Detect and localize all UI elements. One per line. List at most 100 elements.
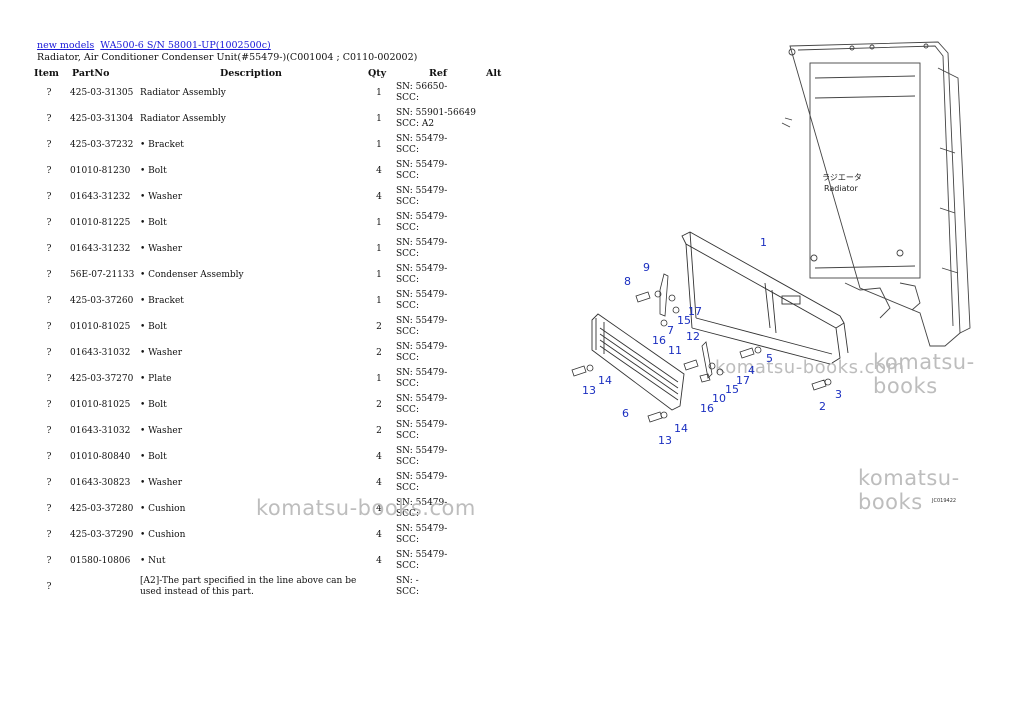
- row-partno: 01643-31232: [70, 192, 131, 202]
- callout-8: 8: [624, 275, 631, 288]
- row-item: ?: [46, 270, 52, 280]
- row-qty: 1: [376, 114, 382, 124]
- row-ref-line: SN: 55479-: [396, 316, 448, 326]
- parts-table: Item PartNo Description Qty Ref Alt ?425…: [30, 66, 520, 600]
- row-ref: SN: 55479-SCC:: [394, 444, 482, 470]
- row-ref: SN: 55479-SCC:: [394, 340, 482, 366]
- row-description: • Bolt: [140, 400, 167, 410]
- row-ref-line: SN: 55479-: [396, 212, 448, 222]
- row-alt: [482, 470, 520, 496]
- row-item: ?: [46, 88, 52, 98]
- row-ref: SN: 55479-SCC:: [394, 366, 482, 392]
- row-alt: [482, 106, 520, 132]
- row-ref: SN: 55479-SCC:: [394, 418, 482, 444]
- row-alt: [482, 574, 520, 600]
- row-alt: [482, 418, 520, 444]
- row-ref-line: SN: 55479-: [396, 394, 448, 404]
- row-ref-line: SN: 55479-: [396, 134, 448, 144]
- row-qty: 4: [376, 192, 382, 202]
- callout-9: 9: [643, 261, 650, 274]
- row-alt: [482, 340, 520, 366]
- row-qty: 4: [376, 504, 382, 514]
- row-alt: [482, 132, 520, 158]
- callout-3: 3: [835, 388, 842, 401]
- row-partno: 01643-31032: [70, 426, 131, 436]
- row-qty: 2: [376, 400, 382, 410]
- row-alt: [482, 262, 520, 288]
- row-description: • Cushion: [140, 504, 186, 514]
- row-item: ?: [46, 400, 52, 410]
- row-alt: [482, 236, 520, 262]
- row-item: ?: [46, 166, 52, 176]
- header-alt: Alt: [486, 67, 502, 79]
- callout-11: 11: [668, 344, 682, 357]
- row-partno: [68, 574, 138, 600]
- row-item: ?: [46, 114, 52, 124]
- row-ref-line: SN: 55479-: [396, 420, 448, 430]
- callout-12: 12: [686, 330, 700, 343]
- row-alt: [482, 392, 520, 418]
- row-qty: 2: [376, 348, 382, 358]
- row-ref-line: SCC:: [396, 587, 419, 597]
- row-description: • Bolt: [140, 322, 167, 332]
- note-line: [A2]-The part specified in the line abov…: [140, 575, 357, 586]
- row-ref: SN: 55479-SCC:: [394, 314, 482, 340]
- row-partno: 01580-10806: [70, 556, 131, 566]
- breadcrumb-link-new-models[interactable]: new models: [37, 40, 95, 51]
- row-partno: 56E-07-21133: [70, 270, 135, 280]
- radiator-label-jp: ラジエータ: [822, 173, 862, 182]
- row-alt: [482, 210, 520, 236]
- row-note: [A2]-The part specified in the line abov…: [138, 574, 394, 600]
- row-item: ?: [46, 244, 52, 254]
- row-ref: SN: 55479-SCC:: [394, 184, 482, 210]
- header-description: Description: [220, 67, 282, 79]
- callout-1: 1: [760, 236, 767, 249]
- row-ref-line: SCC:: [396, 145, 419, 155]
- callout-4a: 4: [748, 364, 755, 377]
- row-alt: [482, 80, 520, 106]
- row-ref-line: SCC:: [396, 249, 419, 259]
- callout-15b: 15: [725, 383, 739, 396]
- row-qty: 1: [376, 244, 382, 254]
- breadcrumb-link-model[interactable]: WA500-6 S/N 58001-UP(1002500c): [100, 40, 271, 51]
- row-ref: SN: 55479-SCC:: [394, 470, 482, 496]
- row-qty: 1: [376, 296, 382, 306]
- row-ref-line: SN: 56650-: [396, 82, 448, 92]
- row-qty: 1: [376, 88, 382, 98]
- row-ref: SN: 55479-SCC:: [394, 158, 482, 184]
- row-ref-line: SCC:: [396, 483, 419, 493]
- callout-17b: 17: [736, 374, 750, 387]
- row-ref: SN: 55479-SCC:: [394, 262, 482, 288]
- row-ref-line: SN: 55901-56649: [396, 108, 476, 118]
- row-ref-line: SN: -: [396, 576, 419, 586]
- callout-16b: 16: [700, 402, 714, 415]
- callout-15a: 15: [677, 314, 691, 327]
- row-item: ?: [46, 322, 52, 332]
- row-partno: 425-03-31305: [70, 88, 134, 98]
- row-partno: 01010-81230: [70, 166, 131, 176]
- row-alt: [482, 444, 520, 470]
- row-ref-line: SCC:: [396, 275, 419, 285]
- row-ref-line: SN: 55479-: [396, 264, 448, 274]
- row-item: ?: [46, 348, 52, 358]
- row-partno: 01010-81025: [70, 400, 131, 410]
- row-alt: [482, 496, 520, 522]
- row-description: • Washer: [140, 426, 183, 436]
- row-alt: [482, 366, 520, 392]
- row-description: • Bolt: [140, 166, 167, 176]
- drawing-code: JC019422: [931, 498, 956, 504]
- row-description: • Plate: [140, 374, 172, 384]
- callout-16a: 16: [652, 334, 666, 347]
- row-ref-line: SCC:: [396, 509, 419, 519]
- row-qty: 4: [376, 530, 382, 540]
- row-qty: 1: [376, 140, 382, 150]
